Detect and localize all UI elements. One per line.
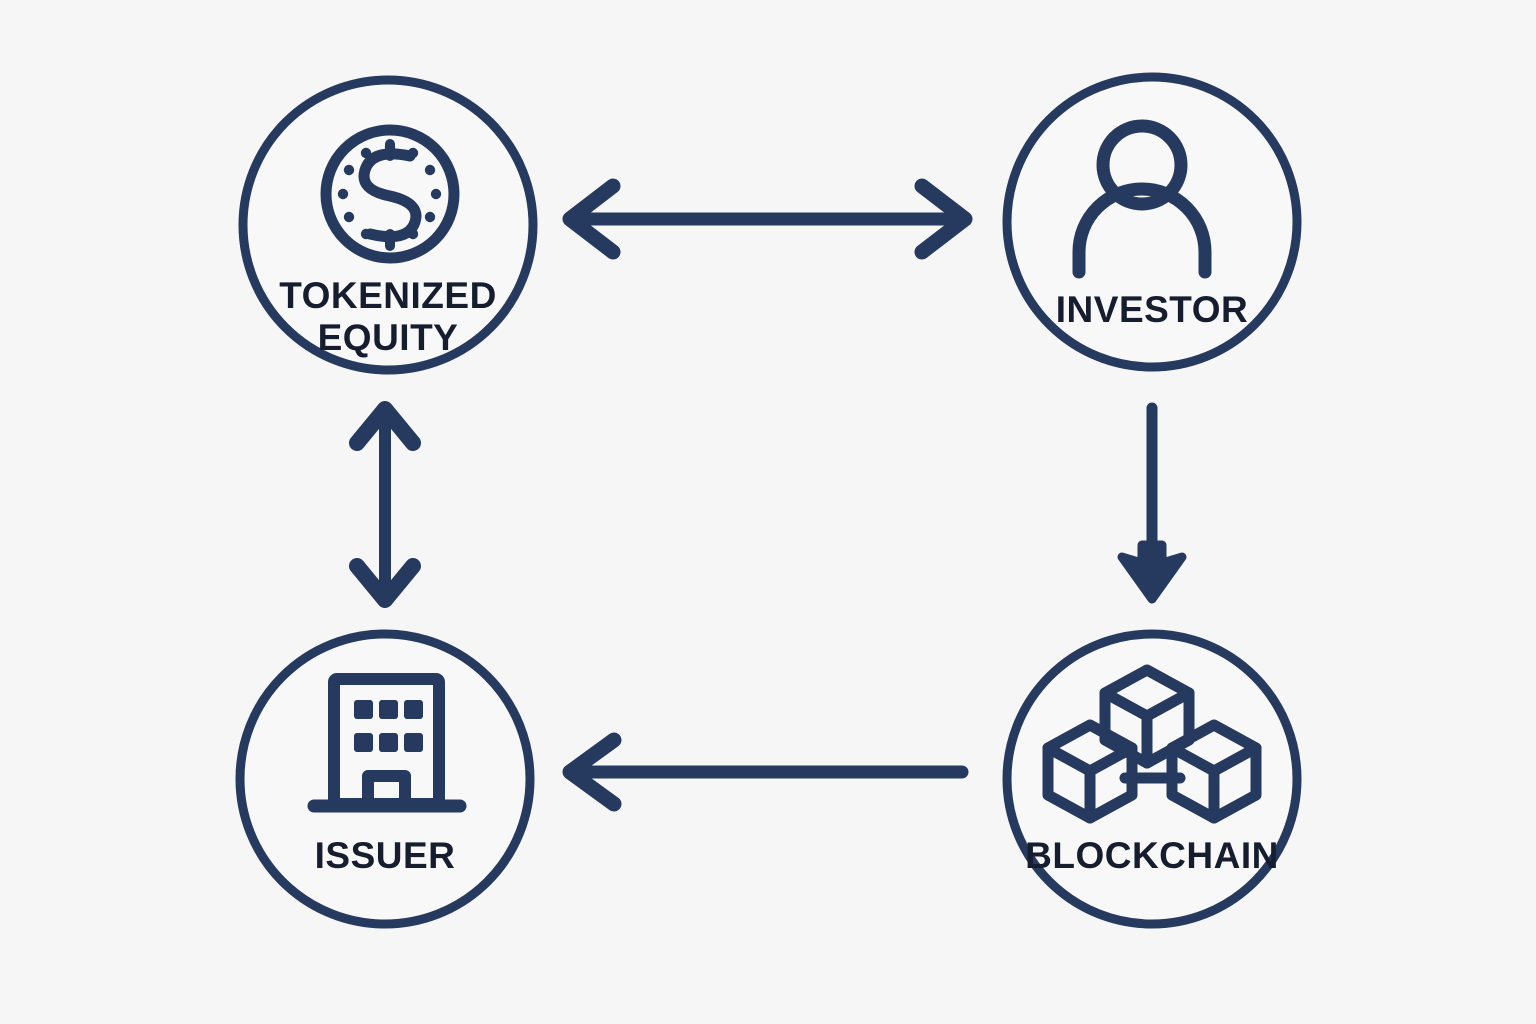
connector-tokenized-equity-investor: [562, 178, 973, 260]
building-window: [354, 733, 373, 752]
coin-dot-ring: [337, 141, 442, 247]
coin-dot: [337, 188, 349, 200]
arrowhead-right-chevron-icon: [914, 178, 973, 260]
arrowhead-up-icon: [349, 401, 421, 451]
cube-bottom-left: [1042, 719, 1138, 824]
coin-dot: [424, 211, 436, 223]
node-circle-outline[interactable]: [1002, 72, 1302, 372]
coin-dot: [360, 228, 372, 240]
dollar-sign-glyph: [358, 148, 422, 243]
coin-dot: [384, 235, 396, 247]
building-door: [362, 770, 411, 804]
coin-dot: [360, 147, 372, 159]
connector-issuer-tokenized-equity: [349, 401, 421, 608]
coin-dot: [407, 228, 419, 240]
coin-dollar-icon: [320, 124, 460, 264]
building-window: [379, 733, 398, 752]
person-shoulders: [1072, 182, 1212, 279]
node-investor[interactable]: INVESTOR: [1002, 72, 1302, 372]
blockchain-cubes-icon: [1042, 664, 1262, 824]
node-blockchain[interactable]: BLOCKCHAIN: [1002, 629, 1302, 929]
coin-dot: [407, 147, 419, 159]
node-label-blockchain: BLOCKCHAIN: [1025, 835, 1279, 876]
building-icon: [307, 673, 467, 813]
node-label-issuer: ISSUER: [315, 835, 456, 876]
building-window: [354, 700, 373, 719]
node-tokenized-equity[interactable]: TOKENIZED EQUITY: [238, 75, 538, 375]
building-window: [404, 733, 423, 752]
connector-investor-blockchain: [1117, 402, 1187, 604]
node-label-tokenized-equity-line2: EQUITY: [318, 317, 459, 358]
coin-dot: [430, 188, 442, 200]
coin-dot: [424, 164, 436, 176]
node-label-investor: INVESTOR: [1056, 289, 1248, 330]
building-window: [404, 700, 423, 719]
connector-blockchain-issuer: [562, 732, 969, 812]
cube-top: [1099, 664, 1195, 769]
arrowhead-down-icon: [349, 558, 421, 608]
node-circle-outline[interactable]: [238, 75, 538, 375]
arrowhead-down-icon: [1117, 540, 1187, 604]
arrowhead-left-chevron-icon: [562, 732, 622, 812]
node-issuer[interactable]: ISSUER: [235, 629, 535, 929]
coin-outer-ring: [320, 124, 460, 264]
node-label-tokenized-equity-line1: TOKENIZED: [279, 275, 497, 316]
building-window: [379, 700, 398, 719]
coin-dot: [343, 211, 355, 223]
coin-dot: [384, 141, 396, 153]
arrowhead-left-chevron-icon: [562, 178, 621, 260]
coin-dot: [343, 164, 355, 176]
person-icon: [1072, 119, 1212, 279]
person-head: [1096, 119, 1188, 211]
cube-bottom-right: [1166, 719, 1262, 824]
